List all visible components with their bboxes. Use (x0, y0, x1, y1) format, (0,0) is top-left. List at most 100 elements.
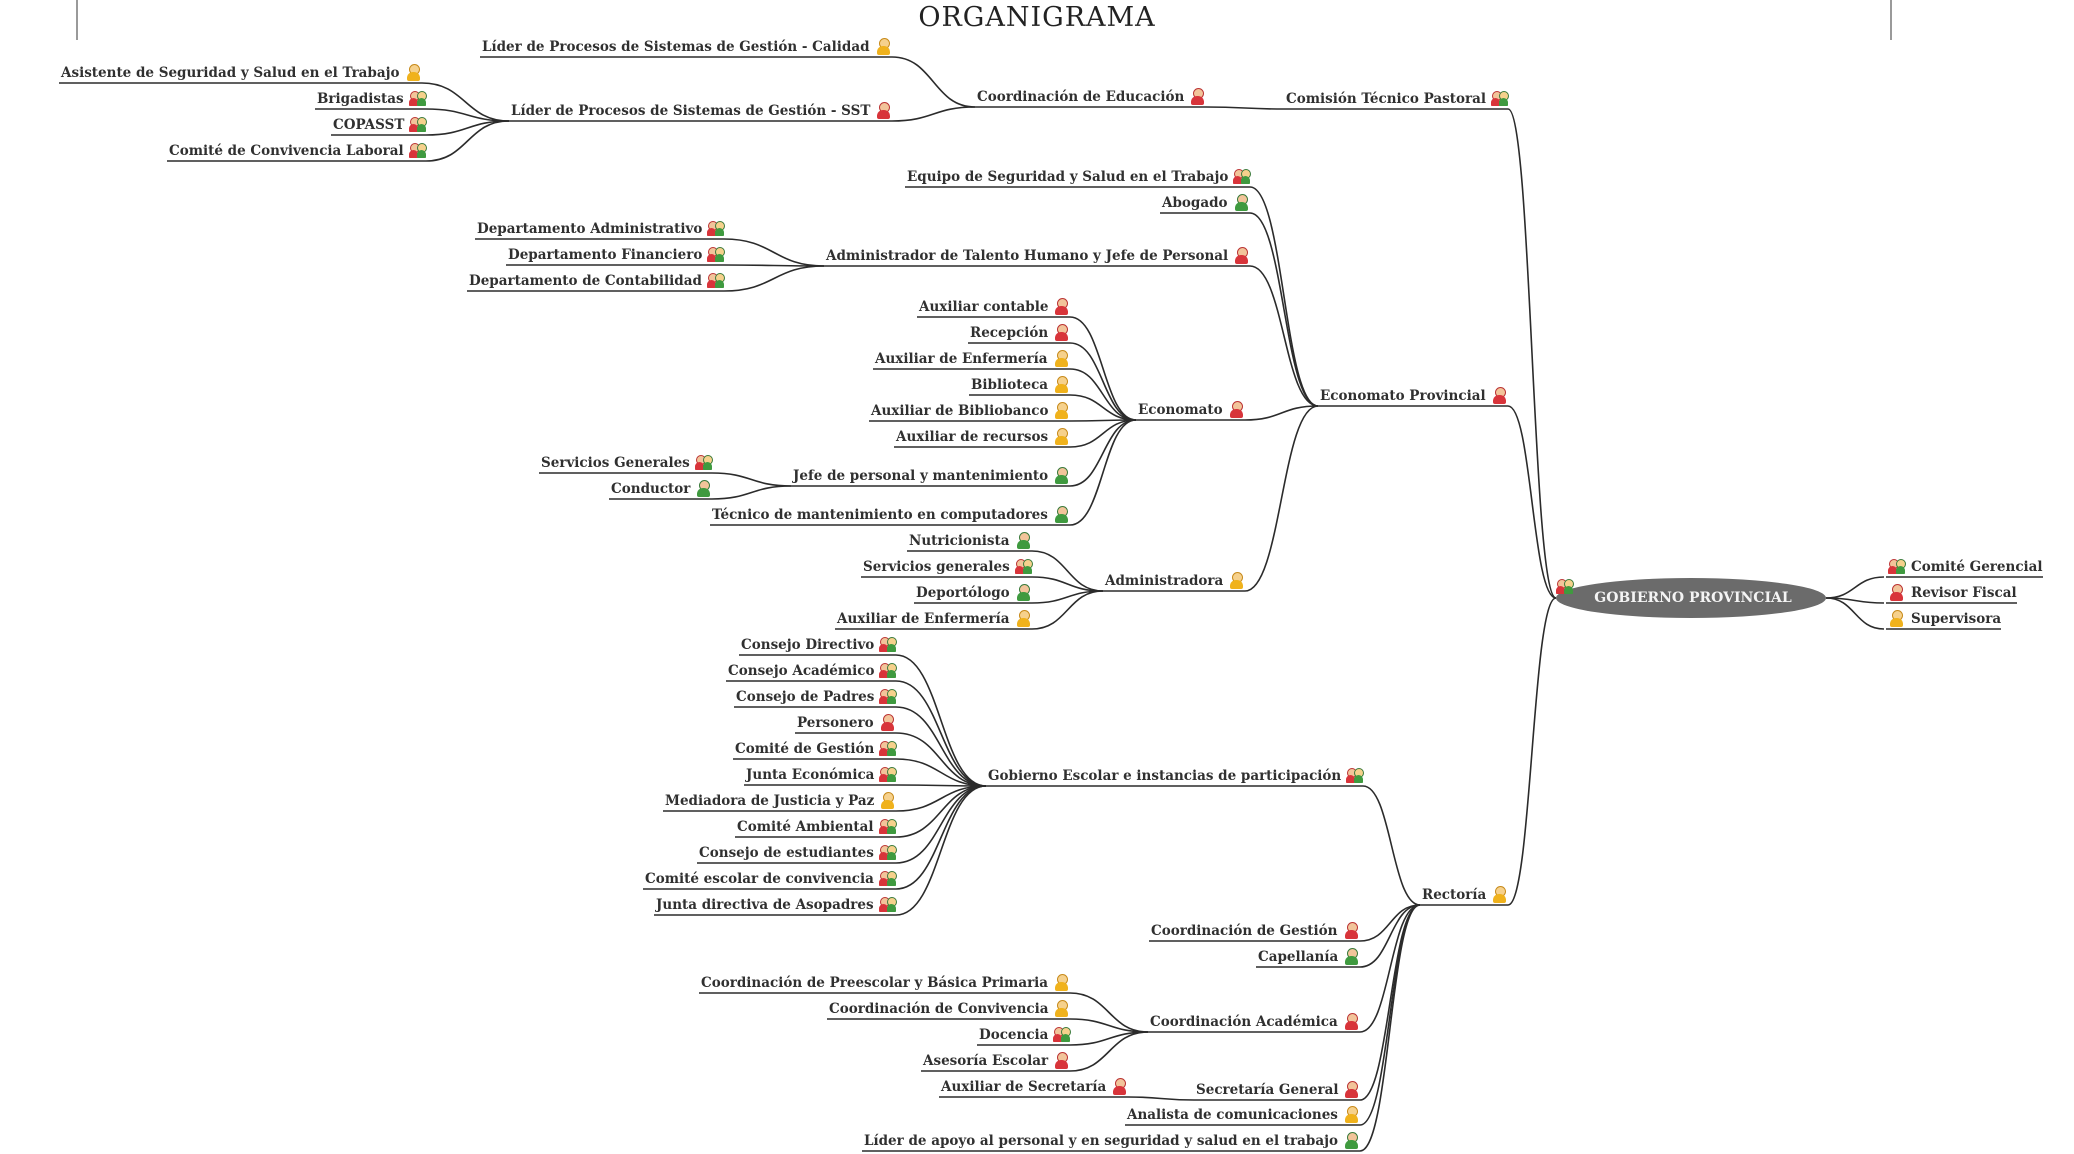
group-icon (879, 740, 898, 757)
person-red-icon (1053, 298, 1070, 315)
group-icon (879, 662, 898, 679)
org-node-right-nodes-0: Comité Gerencial (1888, 557, 2043, 576)
connector-line (1069, 316, 1137, 421)
org-node-comision-lider-sst: Líder de Procesos de Sistemas de Gestión… (511, 101, 892, 120)
org-node-label: Conductor (611, 480, 691, 497)
connector-line (895, 785, 987, 890)
org-node-label: Líder de Procesos de Sistemas de Gestión… (511, 102, 871, 119)
person-yellow-icon (1015, 610, 1032, 627)
connector-line (1507, 108, 1557, 599)
org-node-label: Auxiliar de Enfermería (837, 610, 1010, 627)
org-node-economato-provincial-abogado: Abogado (1162, 193, 1250, 212)
person-green-icon (695, 480, 712, 497)
connector-line (895, 758, 987, 787)
org-node-economato-provincial-economato-children-3: Biblioteca (971, 375, 1070, 394)
connector-line (1069, 992, 1149, 1033)
org-node-label: Deportólogo (916, 584, 1010, 601)
org-node-label: Líder de apoyo al personal y en segurida… (864, 1132, 1338, 1149)
org-node-economato-provincial-economato-children-1: Recepción (970, 323, 1070, 342)
org-node-label: Brigadistas (317, 90, 404, 107)
org-node-label: Comité de Gestión (735, 740, 875, 757)
org-node-label: Secretaría General (1196, 1081, 1339, 1098)
org-node-label: Auxiliar de recursos (896, 428, 1049, 445)
org-node-label: Nutricionista (909, 532, 1010, 549)
org-node-label: Administradora (1105, 572, 1224, 589)
org-node-comision: Comisión Técnico Pastoral (1286, 89, 1509, 108)
org-node-label: COPASST (333, 116, 405, 133)
org-node-label: Jefe de personal y mantenimiento (793, 467, 1049, 484)
group-icon (1014, 558, 1033, 575)
org-node-rectoria-gobierno-children-8: Consejo de estudiantes (699, 843, 897, 862)
org-node-rectoria-gobierno-children-7: Comité Ambiental (737, 817, 897, 836)
person-green-icon (1015, 532, 1032, 549)
org-node-comision-coordinacion-educacion: Coordinación de Educación (977, 87, 1206, 106)
org-node-label: Gobierno Escolar e instancias de partici… (988, 767, 1342, 784)
org-node-label: Recepción (970, 324, 1049, 341)
group-icon (409, 116, 428, 133)
connector-line (1069, 342, 1137, 421)
org-node-label: Coordinación Académica (1150, 1013, 1338, 1030)
org-node-economato-provincial-talento-children-1: Departamento Financiero (508, 245, 726, 264)
org-node-rectoria-gobierno-children-6: Mediadora de Justicia y Paz (665, 791, 896, 810)
person-red-icon (1343, 922, 1360, 939)
org-node-label: Asesoría Escolar (923, 1052, 1049, 1069)
connector-line (891, 56, 976, 108)
org-node-comision-sst-children-0: Asistente de Seguridad y Salud en el Tra… (61, 63, 422, 82)
org-node-economato-provincial-economato: Economato (1138, 400, 1245, 419)
org-node-comision-sst-children-2: COPASST (333, 115, 428, 134)
person-red-icon (1111, 1078, 1128, 1095)
org-node-label: Equipo de Seguridad y Salud en el Trabaj… (907, 168, 1229, 185)
org-node-label: Consejo de estudiantes (699, 844, 874, 861)
connector-line (1069, 419, 1137, 487)
person-red-icon (879, 714, 896, 731)
connector-line (1507, 597, 1557, 906)
org-node-label: Consejo Directivo (741, 636, 875, 653)
person-red-icon (1491, 387, 1508, 404)
org-node-label: Auxiliar de Bibliobanco (871, 402, 1049, 419)
connector-line (425, 120, 510, 162)
org-node-label: Personero (797, 714, 874, 731)
connector-line (895, 654, 987, 787)
org-node-label: Auxiliar contable (919, 298, 1049, 315)
org-node-label: Economato (1138, 401, 1223, 418)
org-node-rectoria-gobierno-children-5: Junta Económica (746, 765, 898, 784)
connector-line (1069, 419, 1137, 526)
connector-line (895, 680, 987, 787)
org-node-economato-provincial-economato-children-4: Auxiliar de Bibliobanco (871, 401, 1070, 420)
connector-line (1069, 368, 1137, 421)
org-node-rectoria-lider-apoyo: Líder de apoyo al personal y en segurida… (864, 1131, 1360, 1150)
person-yellow-icon (879, 792, 896, 809)
org-node-label: Consejo de Padres (736, 688, 875, 705)
frame-right-border (1890, 0, 1892, 40)
connector-line (723, 238, 825, 267)
connector-line (711, 485, 792, 500)
root-node: GOBIERNO PROVINCIAL (1556, 578, 1826, 618)
connector-line (711, 472, 792, 487)
connector-line (1244, 405, 1319, 421)
org-node-label: Coordinación de Convivencia (829, 1000, 1049, 1017)
org-node-label: Docencia (979, 1026, 1049, 1043)
org-node-economato-provincial-economato-children-0: Auxiliar contable (919, 297, 1070, 316)
org-node-economato-provincial-jefe-mantenimiento: Jefe de personal y mantenimiento (793, 466, 1070, 485)
person-yellow-icon (1888, 610, 1905, 627)
connector-line (895, 706, 987, 787)
person-red-icon (1228, 401, 1245, 418)
org-node-rectoria-gobierno-children-10: Junta directiva de Asopadres (656, 895, 897, 914)
connector-line (1359, 904, 1421, 968)
org-node-economato-provincial-economato-children-2: Auxiliar de Enfermería (875, 349, 1070, 368)
connector-line (723, 265, 825, 292)
group-icon (694, 454, 713, 471)
connector-line (895, 785, 987, 916)
connector-line (1031, 590, 1104, 630)
org-node-label: Comité escolar de convivencia (645, 870, 874, 887)
connector-line (1244, 405, 1319, 592)
connector-line (1069, 419, 1137, 448)
org-node-label: Administrador de Talento Humano y Jefe d… (826, 247, 1229, 264)
person-red-icon (1189, 88, 1206, 105)
org-node-label: Mediadora de Justicia y Paz (665, 792, 875, 809)
group-icon (878, 818, 897, 835)
org-node-rectoria-gobierno-children-4: Comité de Gestión (735, 739, 898, 758)
person-green-icon (1053, 467, 1070, 484)
org-node-rectoria-academica-children-2: Docencia (979, 1025, 1072, 1044)
org-node-rectoria: Rectoría (1422, 885, 1508, 904)
